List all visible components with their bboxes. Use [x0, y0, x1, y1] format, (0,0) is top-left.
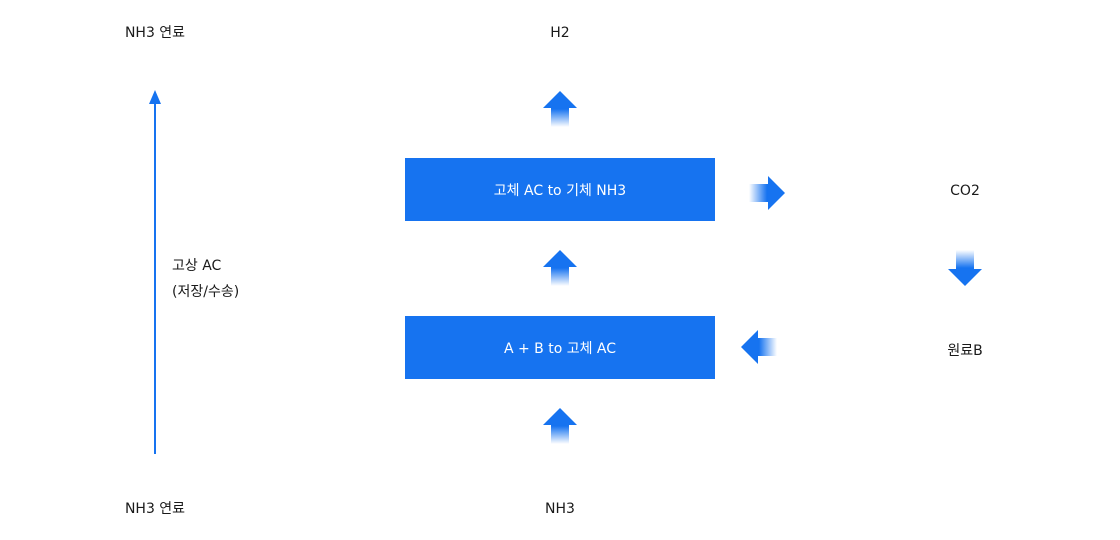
- side-label-line1: 고상 AC: [172, 258, 222, 274]
- bottom-center-label: NH3: [545, 501, 575, 517]
- raw-material-b-label: 원료B: [947, 343, 983, 359]
- down-arrow-icon: [948, 250, 982, 286]
- lower-process-box: A + B to 고체 AC: [405, 316, 715, 379]
- bottom-left-label: NH3 연료: [124, 501, 186, 517]
- upper-process-box: 고체 AC to 기체 NH3: [405, 158, 715, 221]
- up-arrow-icon: [543, 250, 577, 286]
- up-arrow-icon: [543, 91, 577, 127]
- left-arrow-icon: [741, 330, 777, 364]
- right-arrow-icon: [749, 176, 785, 210]
- co2-label: CO2: [950, 183, 980, 199]
- side-label-line2: (저장/수송): [172, 284, 240, 300]
- top-center-label: H2: [550, 25, 570, 41]
- up-arrow-icon: [543, 408, 577, 444]
- vertical-arrow-line: [149, 90, 161, 454]
- top-left-label: NH3 연료: [124, 25, 186, 41]
